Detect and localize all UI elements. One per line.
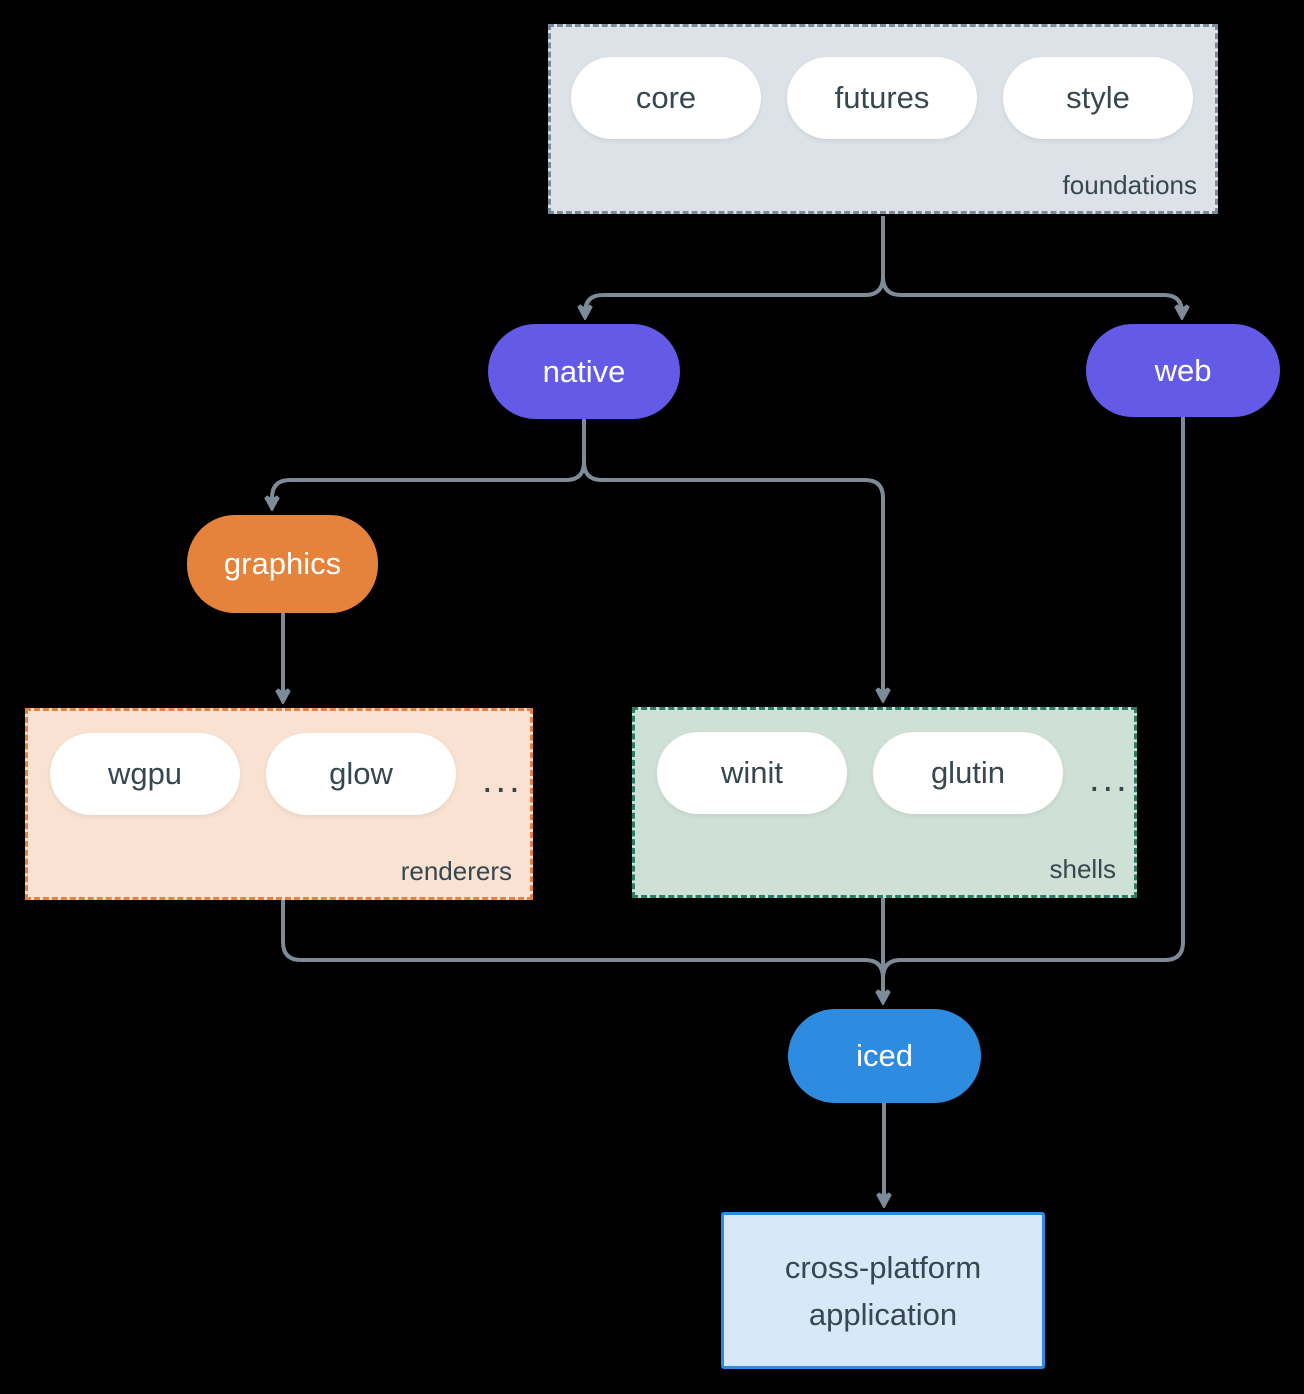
pill-glutin: glutin: [873, 732, 1063, 814]
group-shells: winit glutin ... shells: [632, 707, 1137, 898]
pill-core: core: [571, 57, 761, 139]
pill-glow: glow: [266, 733, 456, 815]
group-foundations: core futures style foundations: [548, 24, 1218, 214]
shells-pill-row: winit glutin ...: [657, 732, 1130, 814]
node-web: web: [1086, 324, 1280, 417]
shells-group-label: shells: [1049, 854, 1116, 884]
foundations-group-label: foundations: [1062, 170, 1197, 200]
pill-wgpu: wgpu: [50, 733, 240, 815]
arrow-native-to-graphics: [272, 419, 586, 507]
renderers-ellipsis: ...: [482, 758, 523, 801]
foundations-pill-row: core futures style: [571, 57, 1193, 139]
line-web-to-merge: [881, 417, 1185, 979]
node-iced: iced: [788, 1009, 981, 1103]
pill-style: style: [1003, 57, 1193, 139]
renderers-pill-row: wgpu glow ...: [50, 733, 523, 815]
arrow-native-to-shells: [582, 419, 883, 699]
node-cross-platform-application: cross-platform application: [721, 1212, 1045, 1369]
group-renderers: wgpu glow ... renderers: [25, 708, 533, 900]
shells-ellipsis: ...: [1089, 757, 1130, 800]
line-renderers-to-merge: [281, 900, 885, 979]
node-native: native: [488, 324, 680, 419]
arrow-foundations-to-web: [881, 216, 1182, 316]
node-graphics: graphics: [187, 515, 378, 613]
pill-futures: futures: [787, 57, 977, 139]
renderers-group-label: renderers: [400, 856, 512, 886]
pill-winit: winit: [657, 732, 847, 814]
arrow-foundations-to-native: [585, 216, 885, 316]
